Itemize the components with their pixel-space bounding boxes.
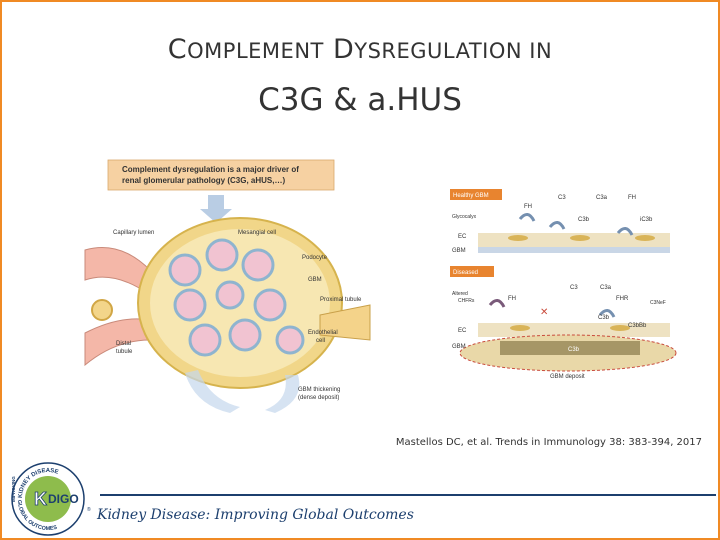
healthy-tag-label: Healthy GBM [453,193,489,199]
label-podocyte: Podocyte [302,255,328,261]
down-arrow-icon [200,195,232,223]
healthy-fh-right: FH [628,195,636,201]
diseased-gbm: GBM [452,344,466,350]
label-gbm: GBM [308,277,322,283]
healthy-tag [450,189,502,200]
diseased-panel: Diseased ✕ [450,266,677,372]
label-gbm-thickening-1: GBM thickening [298,387,340,393]
logo-brand-rest: DIGO [48,492,79,506]
label-distal-tubule-2: tubule [116,349,133,355]
slide-title-line2: C3G & a.HUS [258,82,462,118]
glomerulus-diagram [84,217,371,413]
diseased-tag [450,266,494,277]
banner-line2: renal glomerular pathology (C3G, aHUS,…) [122,176,285,185]
slide-title-line1: COMPLEMENT DYSREGULATION IN [167,34,553,65]
logo-brand-k: K [34,489,47,509]
healthy-panel: Healthy GBM [450,189,670,253]
healthy-glycocalyx: Glycocalyx [452,214,477,220]
diseased-fh: FH [508,296,516,302]
label-endothelial-2: cell [316,338,325,344]
footer-text: Kidney Disease: Improving Global Outcome… [97,507,414,523]
label-capillary-lumen: Capillary lumen [113,230,154,236]
label-mesangial-cell: Mesangial cell [238,230,276,236]
label-endothelial-1: Endothelial [308,330,338,336]
healthy-ec: EC [458,234,467,240]
diseased-chfrs: CHFRs [458,298,475,304]
label-proximal-tubule: Proximal tubule [320,297,362,303]
diseased-c3nef: C3NeF [650,300,666,306]
diseased-ec: EC [458,328,467,334]
label-distal-tubule-1: Distal [116,341,131,347]
citation: Mastellos DC, et al. Trends in Immunolog… [395,437,702,448]
kdigo-logo: KIDNEY DISEASE GLOBAL OUTCOMES IMPROVING… [11,462,91,536]
diseased-c3a: C3a [600,285,612,291]
healthy-gbm: GBM [452,248,466,254]
banner-line1: Complement dysregulation is a major driv… [122,165,299,174]
healthy-c3b: C3b [578,217,590,223]
label-gbm-thickening-2: (dense deposit) [298,395,339,401]
diseased-c3bbb: C3bBb [628,323,647,329]
diseased-c3: C3 [570,285,578,291]
diseased-c3b-deposit: C3b [568,347,580,353]
diseased-c3b: C3b [598,315,610,321]
healthy-c3: C3 [558,195,566,201]
logo-registered: ® [87,506,91,513]
diseased-gbm-deposit: GBM deposit [550,374,585,380]
diseased-altered: Altered [452,291,468,297]
healthy-fh-left: FH [524,204,532,210]
diseased-fhr: FHR [616,296,629,302]
diseased-tag-label: Diseased [453,270,478,276]
healthy-c3a: C3a [596,195,608,201]
healthy-ic3b: iC3b [640,217,653,223]
footer-divider [100,494,716,496]
svg-text:✕: ✕ [540,307,548,318]
figure-banner [107,159,335,191]
complement-figure: Complement dysregulation is a major driv… [84,159,677,413]
logo-text-left: IMPROVING [11,476,16,502]
